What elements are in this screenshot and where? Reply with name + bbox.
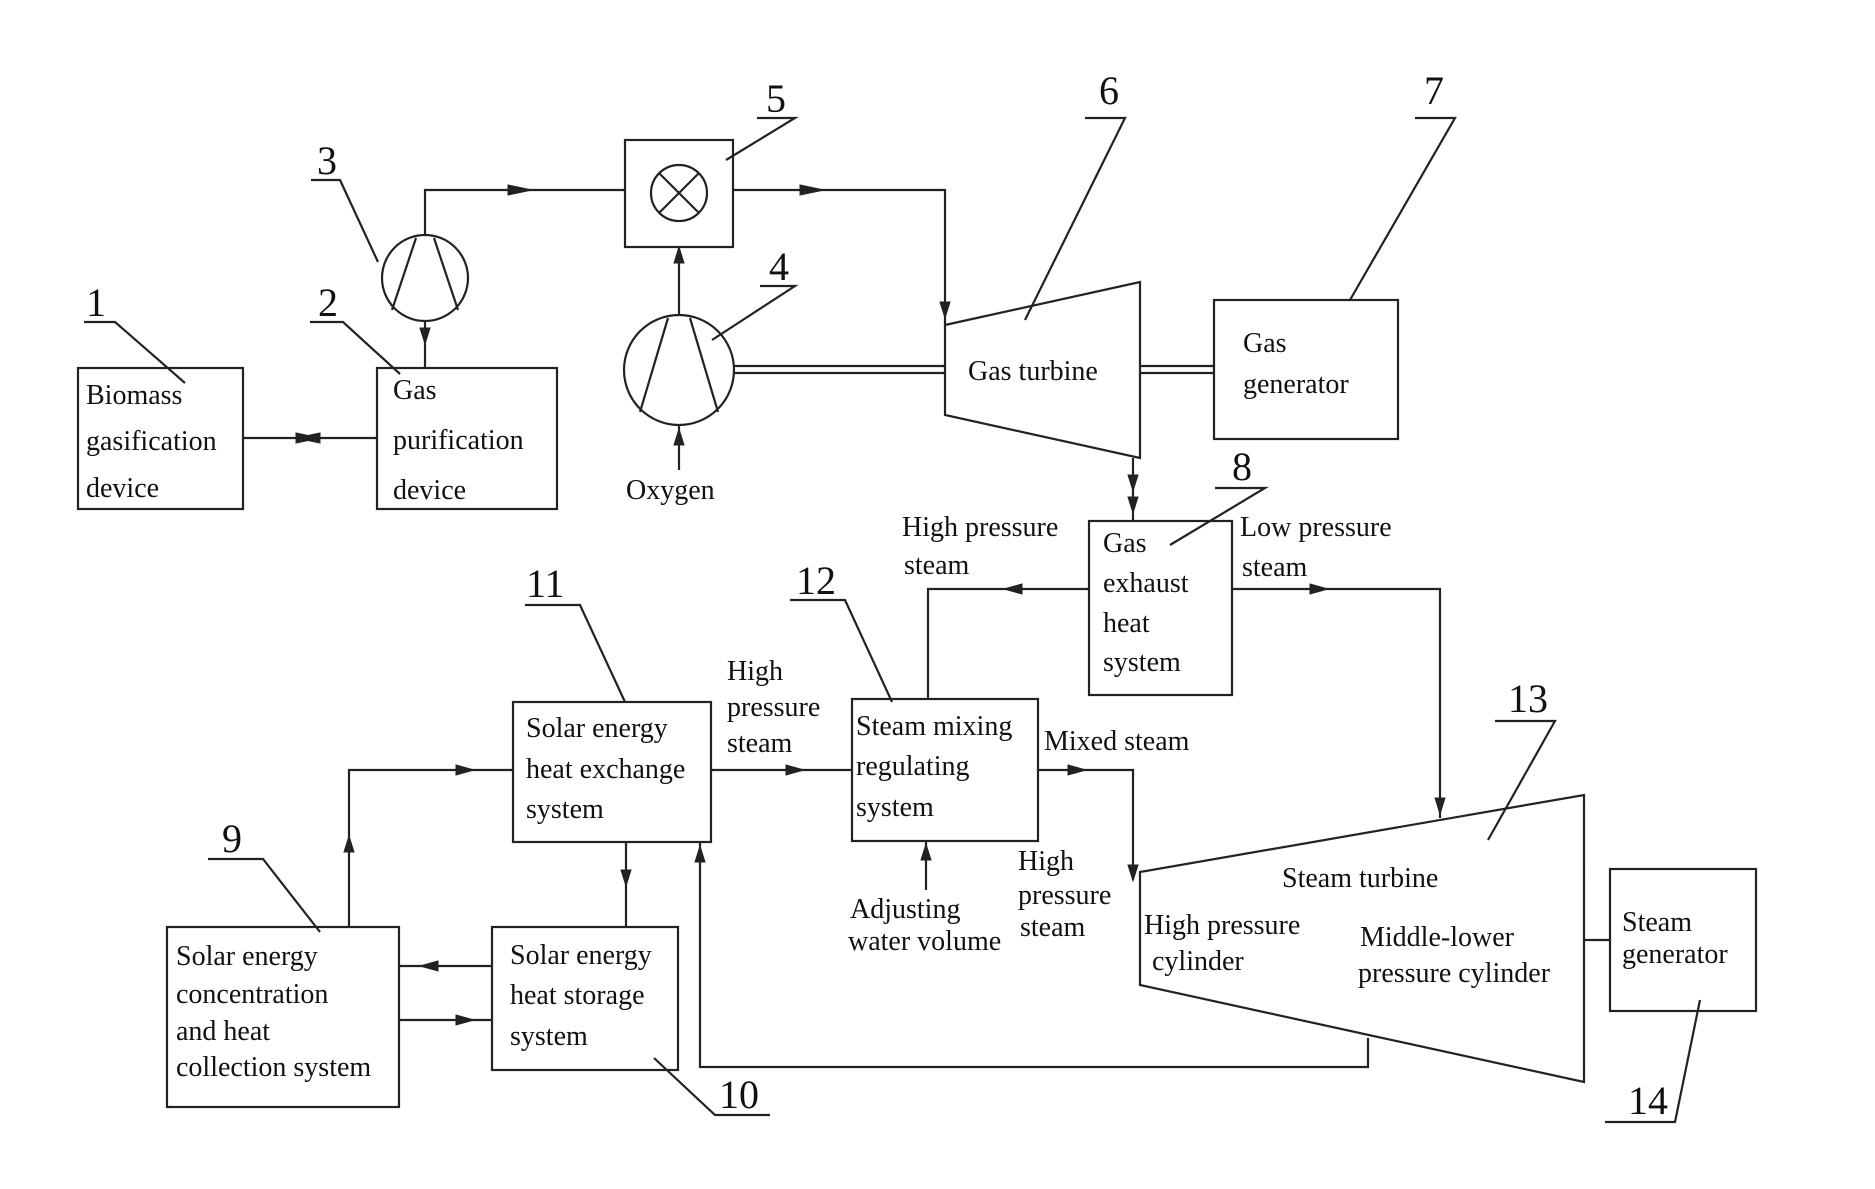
combustion-chamber-icon (651, 165, 707, 221)
svg-text:Solar energy: Solar energy (510, 940, 652, 971)
middle-lower-pressure-cylinder-label: Middle-lower pressure cylinder (1358, 922, 1551, 989)
svg-text:pressure cylinder: pressure cylinder (1358, 958, 1551, 989)
compressor-turbine-shaft (734, 366, 945, 373)
high-pressure-steam-exhaust-label: High pressure steam (902, 512, 1058, 581)
number-12: 12 (796, 558, 836, 603)
steam-turbine-label: Steam turbine (1282, 863, 1438, 894)
svg-text:Gas: Gas (1243, 328, 1287, 359)
svg-text:steam: steam (904, 550, 970, 581)
svg-text:exhaust: exhaust (1103, 568, 1189, 599)
turbine-generator-shaft (1140, 366, 1214, 373)
high-pressure-steam-solar-label: High pressure steam (727, 656, 820, 759)
svg-text:Biomass: Biomass (86, 380, 182, 411)
mixed-steam-label: Mixed steam (1044, 726, 1190, 757)
compressor-4-icon (624, 315, 734, 425)
number-2: 2 (318, 280, 338, 325)
svg-text:High pressure: High pressure (1144, 910, 1300, 941)
number-14: 14 (1628, 1078, 1668, 1123)
svg-text:water volume: water volume (848, 926, 1001, 957)
number-8: 8 (1232, 444, 1252, 489)
svg-text:Steam: Steam (1622, 907, 1692, 938)
number-11: 11 (526, 561, 565, 606)
gas-exhaust-heat-system-label: Gas exhaust heat system (1103, 528, 1189, 678)
solar-heat-exchange-system-label: Solar energy heat exchange system (526, 713, 685, 825)
svg-text:Gas: Gas (1103, 528, 1147, 559)
svg-text:Solar energy: Solar energy (176, 941, 318, 972)
svg-text:regulating: regulating (856, 751, 970, 782)
compressor-3-icon (382, 235, 468, 321)
number-6: 6 (1099, 68, 1119, 113)
oxygen-label: Oxygen (626, 475, 715, 506)
svg-text:heat storage: heat storage (510, 980, 645, 1011)
number-1: 1 (86, 280, 106, 325)
low-pressure-steam-label: Low pressure steam (1240, 512, 1392, 583)
solar-heat-storage-system-label: Solar energy heat storage system (510, 940, 652, 1052)
svg-text:steam: steam (727, 728, 793, 759)
svg-text:pressure: pressure (727, 692, 820, 723)
high-pressure-steam-turbine-label: High pressure steam (1018, 846, 1111, 943)
svg-text:heat: heat (1103, 608, 1150, 639)
svg-text:High: High (727, 656, 783, 687)
biomass-gasification-device-label: Biomass gasification device (86, 380, 217, 504)
steam-mixing-regulating-system-label: Steam mixing regulating system (856, 711, 1012, 823)
svg-text:Middle-lower: Middle-lower (1360, 922, 1515, 953)
svg-text:heat exchange: heat exchange (526, 754, 685, 785)
svg-text:steam: steam (1242, 552, 1308, 583)
number-9: 9 (222, 816, 242, 861)
svg-text:collection system: collection system (176, 1052, 371, 1083)
svg-text:system: system (856, 792, 934, 823)
gas-turbine-label: Gas turbine (968, 356, 1098, 387)
svg-text:device: device (393, 475, 466, 506)
adjusting-water-volume-label: Adjusting water volume (848, 894, 1001, 957)
number-7: 7 (1424, 68, 1444, 113)
solar-concentration-collection-system-label: Solar energy concentration and heat coll… (176, 941, 371, 1083)
svg-text:High: High (1018, 846, 1074, 877)
steam-generator-label: Steam generator (1622, 907, 1728, 970)
svg-text:Adjusting: Adjusting (850, 894, 960, 925)
svg-text:Solar energy: Solar energy (526, 713, 668, 744)
number-3: 3 (317, 138, 337, 183)
high-pressure-cylinder-label: High pressure cylinder (1144, 910, 1300, 977)
gas-purification-device-label: Gas purification device (393, 375, 524, 506)
svg-text:pressure: pressure (1018, 880, 1111, 911)
svg-text:generator: generator (1622, 939, 1728, 970)
number-13: 13 (1508, 676, 1548, 721)
svg-text:cylinder: cylinder (1152, 946, 1244, 977)
number-5: 5 (766, 76, 786, 121)
svg-text:generator: generator (1243, 369, 1349, 400)
svg-text:device: device (86, 473, 159, 504)
svg-text:Low pressure: Low pressure (1240, 512, 1392, 543)
svg-text:system: system (510, 1021, 588, 1052)
gas-generator-label: Gas generator (1243, 328, 1349, 400)
svg-text:system: system (1103, 647, 1181, 678)
svg-text:steam: steam (1020, 912, 1086, 943)
svg-text:Steam mixing: Steam mixing (856, 711, 1012, 742)
number-10: 10 (719, 1072, 759, 1117)
svg-text:system: system (526, 794, 604, 825)
svg-text:and heat: and heat (176, 1016, 270, 1047)
svg-text:purification: purification (393, 425, 524, 456)
svg-text:gasification: gasification (86, 426, 217, 457)
svg-text:High pressure: High pressure (902, 512, 1058, 543)
number-4: 4 (769, 244, 789, 289)
svg-text:concentration: concentration (176, 979, 328, 1010)
svg-text:Gas: Gas (393, 375, 437, 406)
